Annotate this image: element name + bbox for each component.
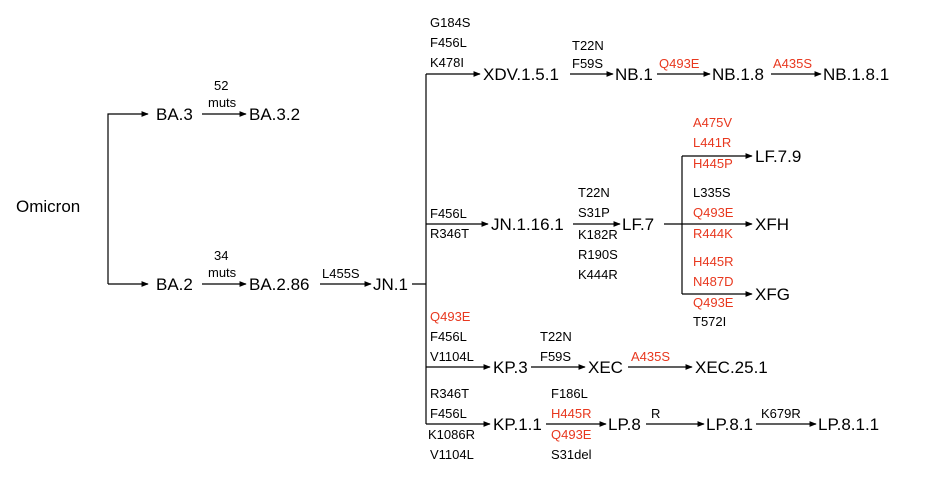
label-a475v: A475V xyxy=(693,115,732,130)
label-h445r-xfg: H445R xyxy=(693,254,733,269)
label-r190s-lf7: R190S xyxy=(578,247,618,262)
node-ba32: BA.3.2 xyxy=(249,105,300,124)
node-jn1161: JN.1.16.1 xyxy=(491,215,564,234)
label-ba3-muts: muts xyxy=(208,95,237,110)
label-r190s-lp81: R xyxy=(651,406,660,421)
node-nb181: NB.1.8.1 xyxy=(823,65,889,84)
label-f456l-jn116: F456L xyxy=(430,206,467,221)
label-t22n-nb1: T22N xyxy=(572,38,604,53)
label-f59s-nb1: F59S xyxy=(572,56,603,71)
label-s31p: S31P xyxy=(578,205,610,220)
label-q493e-lp8: Q493E xyxy=(551,427,592,442)
label-f456l-kp3: F456L xyxy=(430,329,467,344)
label-l335s: L335S xyxy=(693,185,731,200)
node-xdv151: XDV.1.5.1 xyxy=(483,65,559,84)
edge-lf7-trunk xyxy=(664,156,683,294)
label-t22n-xec: T22N xyxy=(540,329,572,344)
label-k679r: K679R xyxy=(761,406,801,421)
node-kp11: KP.1.1 xyxy=(493,415,542,434)
label-ba2-muts: muts xyxy=(208,265,237,280)
node-lp81: LP.8.1 xyxy=(706,415,753,434)
node-ba286: BA.2.86 xyxy=(249,275,310,294)
edge-omicron-ba3 xyxy=(107,111,149,284)
label-s31del: S31del xyxy=(551,447,592,462)
label-k182r: K182R xyxy=(578,227,618,242)
label-f456l-xdv: F456L xyxy=(430,35,467,50)
label-a435s-xec251: A435S xyxy=(631,349,670,364)
label-n487d: N487D xyxy=(693,274,733,289)
node-jn1: JN.1 xyxy=(373,275,408,294)
label-l441r: L441R xyxy=(693,135,731,150)
node-nb1: NB.1 xyxy=(615,65,653,84)
node-lf7: LF.7 xyxy=(622,215,654,234)
label-r346t-kp11: R346T xyxy=(430,386,469,401)
label-g184s: G184S xyxy=(430,15,471,30)
node-omicron: Omicron xyxy=(16,197,80,216)
label-l455s: L455S xyxy=(322,266,360,281)
label-f186l: F186L xyxy=(551,386,588,401)
label-f59s-xec: F59S xyxy=(540,349,571,364)
node-lf79: LF.7.9 xyxy=(755,147,801,166)
node-xfh: XFH xyxy=(755,215,789,234)
label-k1086r: K1086R xyxy=(428,427,475,442)
label-q493e-xfg: Q493E xyxy=(693,295,734,310)
node-xfg: XFG xyxy=(755,285,790,304)
node-kp3: KP.3 xyxy=(493,358,528,377)
label-q493e-nb18: Q493E xyxy=(659,56,700,71)
label-h445r-lp8: H445R xyxy=(551,406,591,421)
label-q493e-xfh: Q493E xyxy=(693,205,734,220)
node-ba2: BA.2 xyxy=(156,275,193,294)
label-r346t-jn116: R346T xyxy=(430,226,469,241)
label-v1104l-kp11: V1104L xyxy=(430,447,474,462)
label-r444k: R444K xyxy=(693,226,733,241)
label-f456l-kp11: F456L xyxy=(430,406,467,421)
label-v1104l-kp3: V1104L xyxy=(430,349,474,364)
node-lp8: LP.8 xyxy=(608,415,641,434)
label-h445p: H445P xyxy=(693,156,733,171)
node-xec: XEC xyxy=(588,358,623,377)
label-ba2-count: 34 xyxy=(214,248,228,263)
label-q493e-kp3: Q493E xyxy=(430,309,471,324)
label-a435s-nb181: A435S xyxy=(773,56,812,71)
label-t22n-lf7: T22N xyxy=(578,185,610,200)
label-t572i: T572I xyxy=(693,314,726,329)
edge-jn1-trunk xyxy=(412,74,427,424)
label-ba3-count: 52 xyxy=(214,78,228,93)
node-ba3: BA.3 xyxy=(156,105,193,124)
node-nb18: NB.1.8 xyxy=(712,65,764,84)
label-k478i: K478I xyxy=(430,55,464,70)
node-xec251: XEC.25.1 xyxy=(695,358,768,377)
node-lp811: LP.8.1.1 xyxy=(818,415,879,434)
label-k444r: K444R xyxy=(578,267,618,282)
